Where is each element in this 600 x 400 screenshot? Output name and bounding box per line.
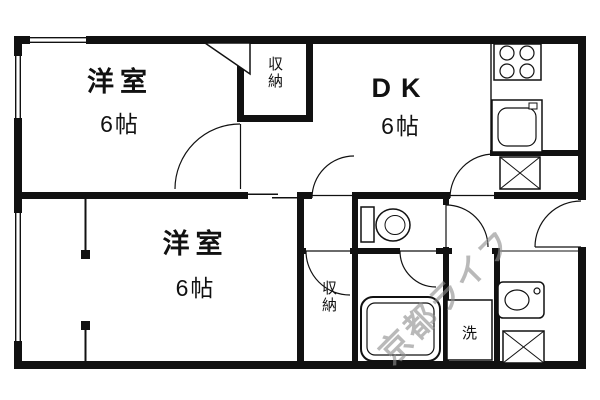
balcony-post xyxy=(81,321,90,330)
window xyxy=(13,56,23,118)
wall-corridor-left xyxy=(443,247,449,369)
wall-washroom-top xyxy=(443,248,452,254)
wall-mid-horizontal xyxy=(14,192,248,199)
wall-wc-bottom xyxy=(436,248,448,254)
windows xyxy=(13,35,587,341)
stove-burner xyxy=(499,45,515,61)
window xyxy=(13,213,23,341)
stove-burner xyxy=(519,63,535,79)
toilet-tank xyxy=(360,206,375,243)
door-arc xyxy=(445,204,489,248)
wall-wc-bottom xyxy=(352,248,400,254)
washbasin-bowl xyxy=(504,289,530,311)
door-arc xyxy=(174,123,241,190)
wall-bedroom2-right xyxy=(297,192,304,369)
door-arc xyxy=(449,153,495,199)
bedroom2-size: 6帖 xyxy=(175,275,216,301)
doors xyxy=(174,123,582,296)
dk-name: DK xyxy=(371,73,431,103)
balcony-post xyxy=(81,250,90,259)
kitchen xyxy=(490,40,543,190)
wall-washroom-right xyxy=(494,248,500,369)
balcony-strip xyxy=(81,192,90,369)
wall-bath-left xyxy=(352,192,358,369)
door-arc xyxy=(311,155,355,199)
closet-top-label: 収納 xyxy=(266,56,283,90)
bedroom1-size: 6帖 xyxy=(100,111,140,137)
stove-burner xyxy=(519,45,535,61)
bedroom1-name: 洋室 xyxy=(87,67,153,97)
toilet-icon xyxy=(360,206,411,243)
wall-closet1-bottom xyxy=(237,115,313,122)
wall-bedroom1-right xyxy=(237,36,244,122)
shaft-hatch-icon xyxy=(502,330,545,364)
entrance-opening xyxy=(577,200,587,247)
wall-closet2-top xyxy=(297,248,306,254)
bathtub-inner xyxy=(366,302,435,356)
closet-bottom-label: 収納 xyxy=(320,280,337,314)
shaft-hatch xyxy=(502,330,545,364)
washing-machine-icon xyxy=(446,299,493,361)
stove-icon xyxy=(493,43,542,81)
wall-closet1-right xyxy=(306,36,313,122)
wall-top xyxy=(14,36,586,44)
toilet-bowl-inner xyxy=(384,215,406,235)
bedroom2-name: 洋室 xyxy=(162,229,229,259)
wall-kitchen-bottom xyxy=(490,150,586,156)
interior-walls xyxy=(14,36,586,369)
door-arc xyxy=(305,250,351,296)
window xyxy=(30,35,86,45)
shaft-hatch-icon xyxy=(499,156,541,190)
sanitary xyxy=(360,206,578,364)
bathtub-icon xyxy=(360,296,441,362)
wall-left xyxy=(14,36,22,369)
door-arc xyxy=(399,250,437,288)
stove-burner xyxy=(499,63,515,79)
wall-corridor-left xyxy=(443,192,449,205)
shaft-hatch xyxy=(499,156,541,190)
sink-bowl xyxy=(497,107,537,147)
washbasin-icon xyxy=(497,281,545,319)
washbasin-faucet xyxy=(533,287,541,295)
sink-faucet xyxy=(528,102,538,110)
door-arc xyxy=(534,200,582,248)
wall-mid-horizontal xyxy=(354,192,450,199)
wall-mid-horizontal xyxy=(494,192,586,199)
wall-mid-horizontal xyxy=(302,192,312,199)
laundry-label: 洗 xyxy=(462,325,478,342)
sliding-door xyxy=(248,193,302,199)
kitchen-sink-icon xyxy=(491,99,543,153)
closet-door-triangle xyxy=(202,42,251,76)
dk-size: 6帖 xyxy=(381,113,421,139)
